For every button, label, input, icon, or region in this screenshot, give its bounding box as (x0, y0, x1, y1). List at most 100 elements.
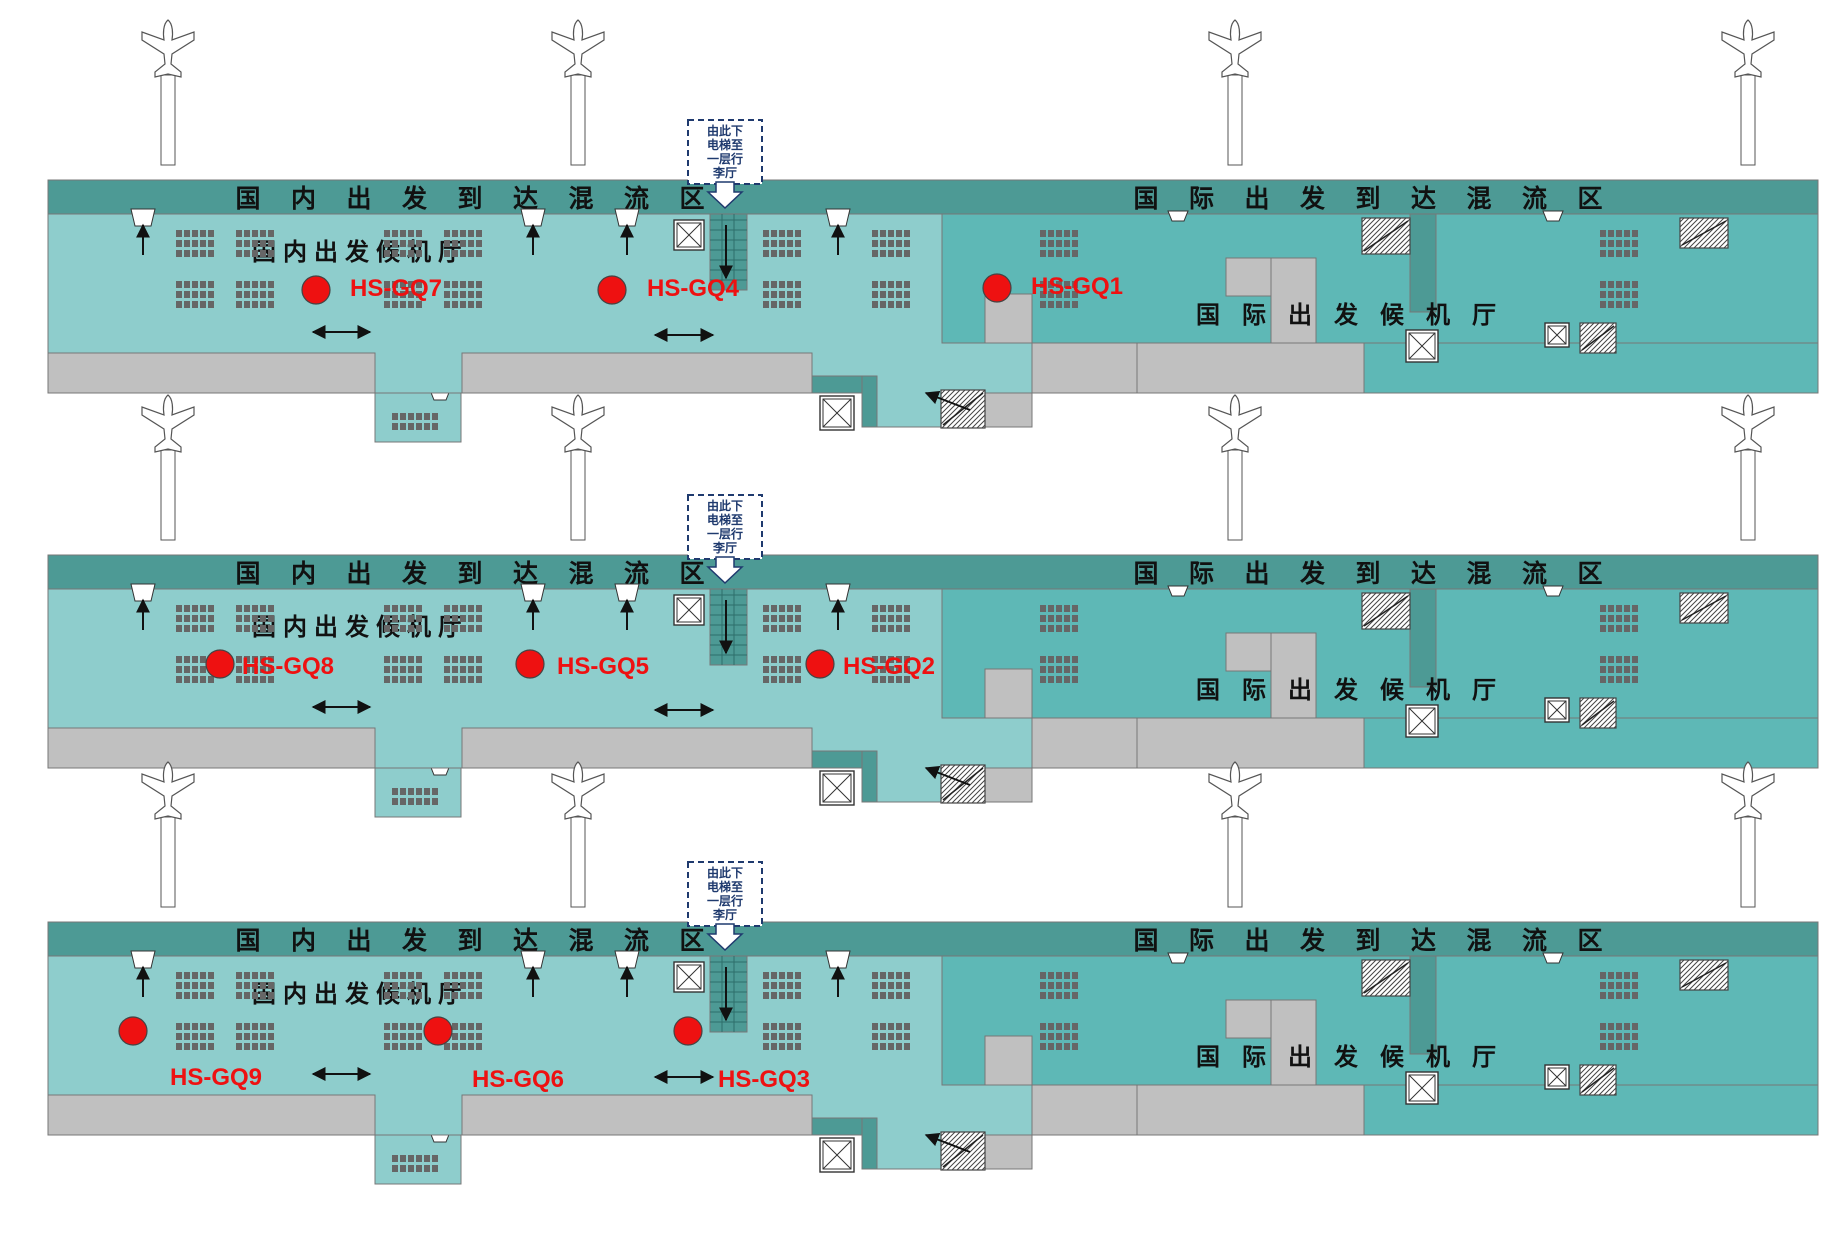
elevator-icon (1405, 1071, 1439, 1105)
seating-icon (872, 972, 910, 999)
seat (1632, 1023, 1638, 1030)
seat (896, 676, 902, 683)
seat (872, 1033, 878, 1040)
seat (192, 972, 198, 979)
escalator-step (1693, 592, 1725, 624)
seat (1624, 250, 1630, 257)
escalator-step (1718, 613, 1729, 624)
seat (460, 615, 466, 622)
seat (252, 666, 258, 673)
seat (400, 281, 406, 288)
seat (1072, 972, 1078, 979)
seat (176, 972, 182, 979)
seat (208, 240, 214, 247)
seat (795, 240, 801, 247)
jet-bridge (1227, 449, 1243, 541)
seating-icon (176, 1023, 214, 1050)
escalator-step (1374, 218, 1411, 255)
seat (416, 281, 422, 288)
seat (260, 992, 266, 999)
seat (176, 240, 182, 247)
corridor-strip (47, 179, 1819, 215)
seat (244, 992, 250, 999)
note-line: 一层行 (707, 151, 743, 166)
seat (452, 656, 458, 663)
escalator-step (1679, 592, 1695, 608)
seat (176, 666, 182, 673)
seat (763, 230, 769, 237)
escalator-step (1679, 217, 1710, 248)
elevator-icon (1544, 322, 1570, 348)
escalator-step (1608, 1087, 1617, 1096)
seat (392, 798, 398, 805)
elevator-inner (676, 222, 702, 248)
seat (1608, 666, 1614, 673)
seat (392, 250, 398, 257)
seat (1064, 982, 1070, 989)
escalator-rail (1581, 325, 1615, 351)
international-hall-title: 出 (1288, 301, 1312, 329)
seat (1064, 281, 1070, 288)
marker-dot (597, 275, 627, 305)
seat (872, 666, 878, 673)
seat (460, 250, 466, 257)
seat (896, 240, 902, 247)
escalator-step (951, 769, 986, 804)
seat (476, 301, 482, 308)
seat (176, 281, 182, 288)
elevator-inner (1408, 1074, 1436, 1102)
seating-icon (763, 605, 801, 632)
international-hall-title: 机 (1426, 676, 1450, 704)
gate-icon (520, 208, 546, 227)
seat (872, 291, 878, 298)
jet-bridge (160, 816, 176, 908)
seat (208, 301, 214, 308)
seat (192, 992, 198, 999)
seating-icon (763, 656, 801, 683)
escalator-step (1399, 243, 1411, 255)
seat (872, 301, 878, 308)
international-hall-title: 候 (1380, 1043, 1405, 1071)
seat (1632, 676, 1638, 683)
seat (244, 605, 250, 612)
international-hall-title: 厅 (1472, 1043, 1496, 1071)
seating-icon (444, 230, 482, 257)
seat (1056, 666, 1062, 673)
seat (400, 972, 406, 979)
seat (896, 992, 902, 999)
seat (460, 982, 466, 989)
seat (795, 656, 801, 663)
seat (176, 656, 182, 663)
seat (192, 240, 198, 247)
escalator-step (971, 789, 986, 804)
escalator-step (940, 1131, 961, 1152)
gray-area (1270, 257, 1317, 344)
seat (787, 625, 793, 632)
seat (384, 992, 390, 999)
note-line: 李厅 (712, 165, 737, 180)
seat (408, 605, 414, 612)
seat (1616, 301, 1622, 308)
seat (763, 982, 769, 989)
seat (787, 250, 793, 257)
seat (476, 291, 482, 298)
seat (452, 625, 458, 632)
marker-label: HS-GQ4 (647, 275, 740, 302)
seating-icon (236, 972, 274, 999)
seat (408, 1155, 414, 1162)
seat (200, 656, 206, 663)
airplane-icon (1721, 761, 1775, 908)
seat (192, 615, 198, 622)
seat (384, 1023, 390, 1030)
airplane-body (1208, 761, 1262, 820)
seat (771, 992, 777, 999)
seat (416, 250, 422, 257)
seat (1608, 656, 1614, 663)
seat (779, 240, 785, 247)
international-zone-title: 出 (1244, 926, 1269, 955)
domestic-zone-title: 流 (624, 559, 649, 588)
international-hall-title: 发 (1333, 676, 1358, 704)
dark-block (861, 750, 878, 803)
seat (880, 972, 886, 979)
domestic-hall-title: 内 (283, 613, 307, 641)
